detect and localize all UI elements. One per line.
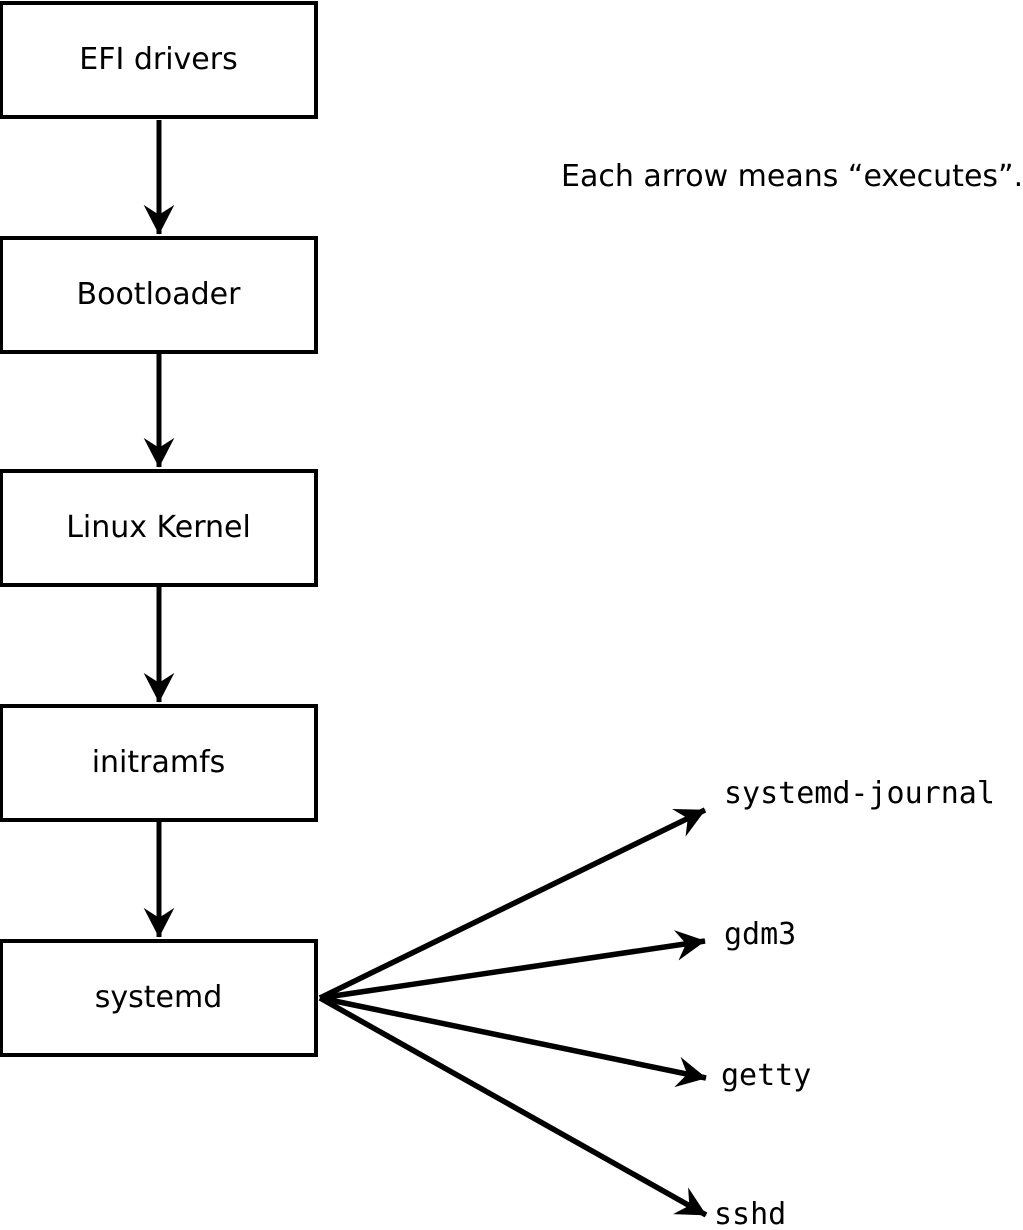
box-bootloader: Bootloader [0, 236, 318, 354]
box-linux-kernel: Linux Kernel [0, 469, 318, 587]
arrow-systemd-to-sshd [318, 995, 708, 1218]
process-label-systemd-journal: systemd-journal [724, 776, 995, 811]
box-systemd: systemd [0, 939, 318, 1057]
box-efi-drivers-label: EFI drivers [79, 42, 238, 77]
arrow-systemd-to-getty [319, 995, 707, 1088]
process-label-gdm3: gdm3 [724, 917, 797, 952]
arrow-meaning-note: Each arrow means “executes”. [561, 159, 1023, 194]
box-systemd-label: systemd [94, 980, 223, 1015]
process-label-sshd: sshd [714, 1197, 787, 1230]
box-efi-drivers: EFI drivers [0, 1, 318, 119]
process-label-getty: getty [721, 1058, 812, 1093]
box-initramfs: initramfs [0, 704, 318, 822]
box-linux-kernel-label: Linux Kernel [66, 510, 251, 545]
arrow-systemd-to-journal [318, 807, 707, 1001]
box-initramfs-label: initramfs [91, 745, 226, 780]
box-bootloader-label: Bootloader [76, 277, 241, 312]
arrow-systemd-to-gdm3 [319, 930, 706, 1001]
